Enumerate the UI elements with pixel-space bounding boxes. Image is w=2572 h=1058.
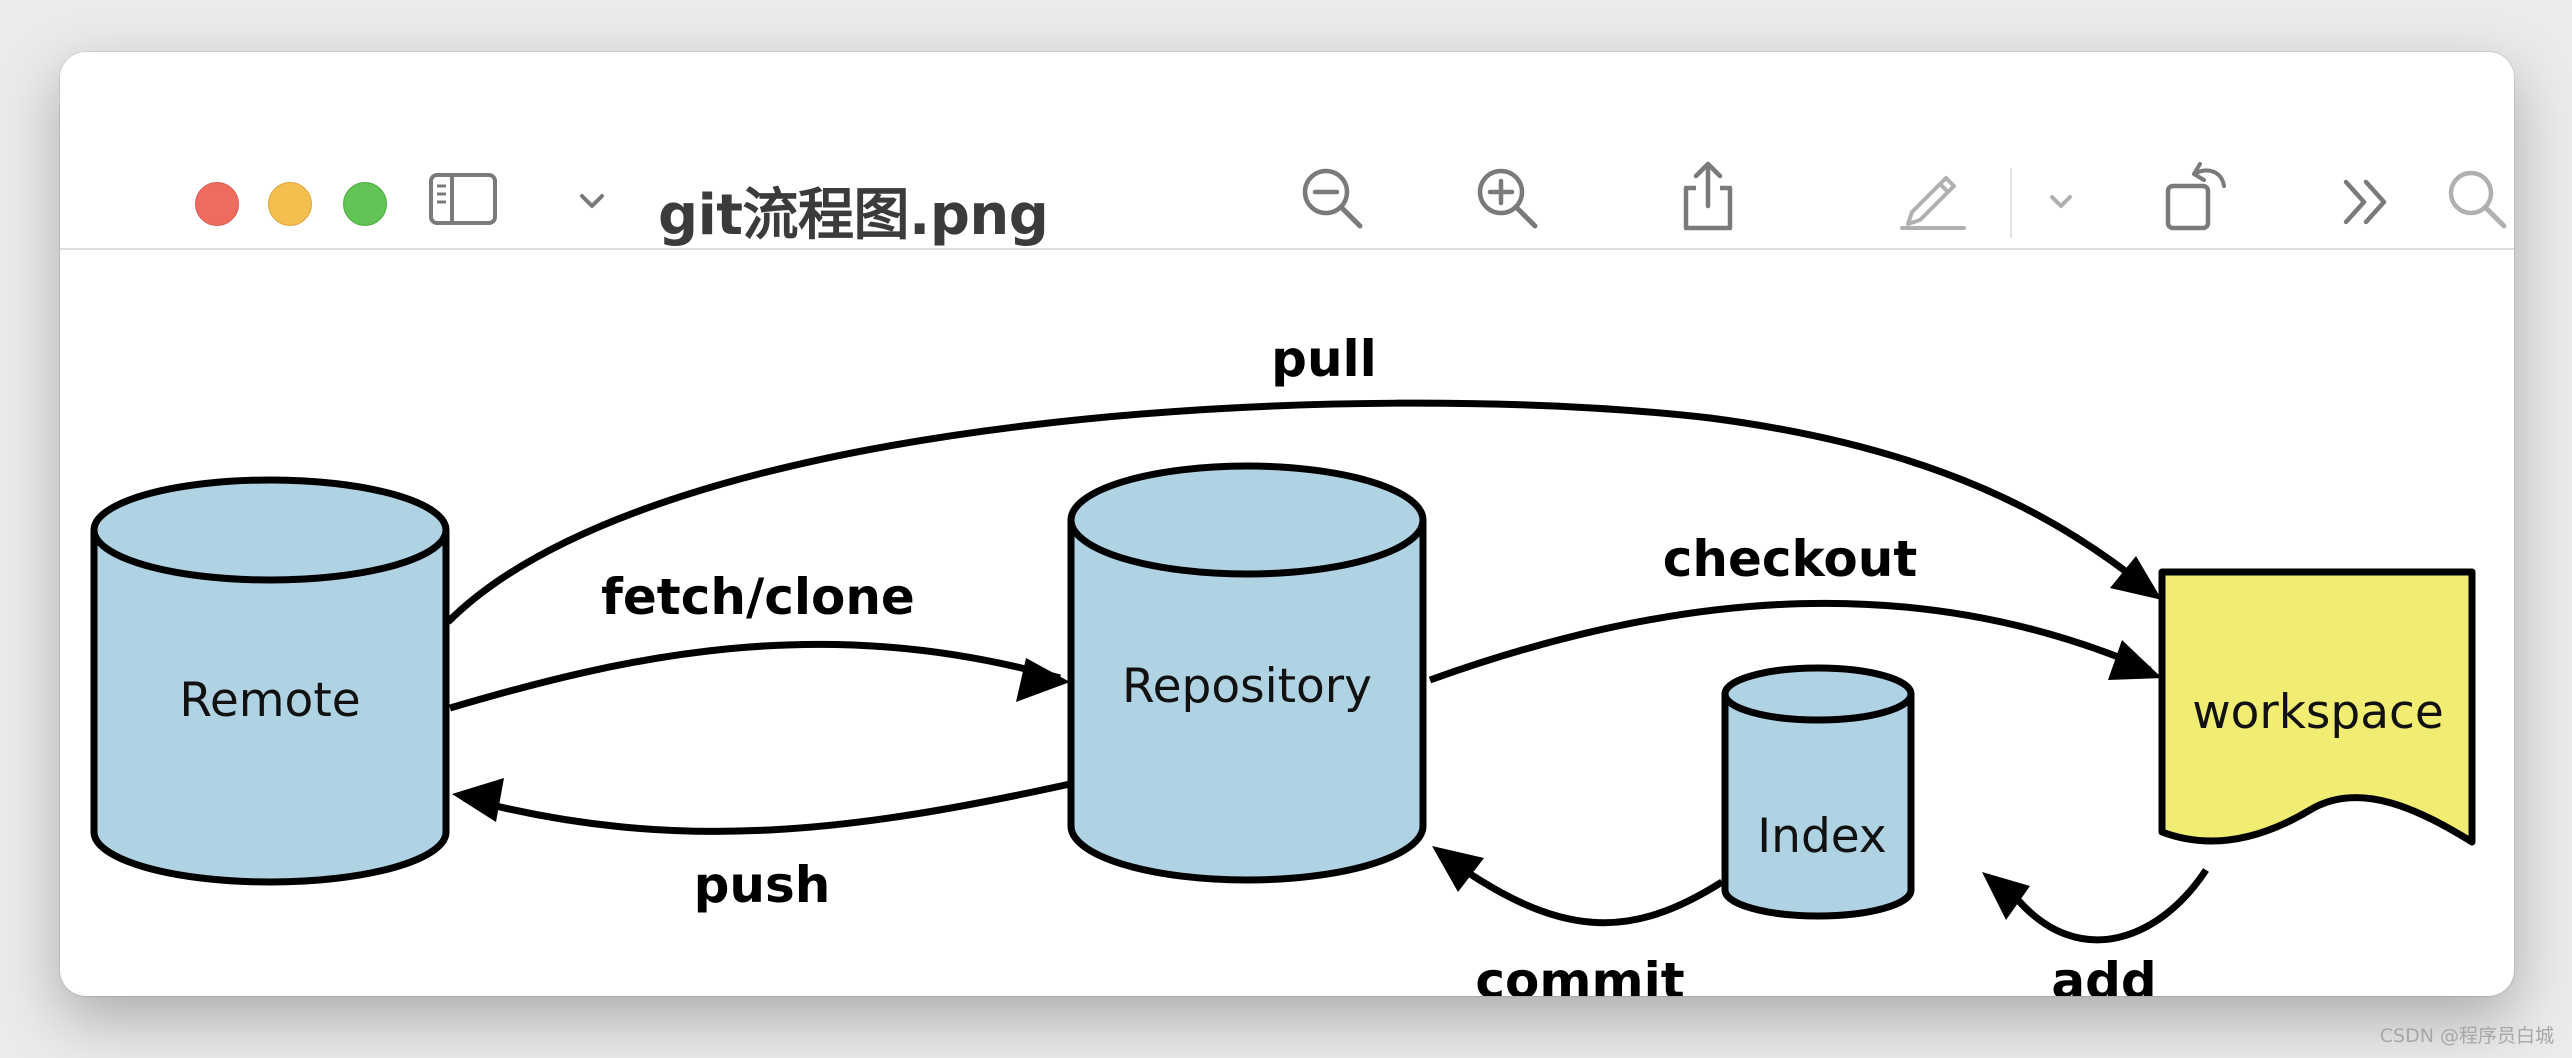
pull-label: pull (1271, 330, 1377, 388)
push-label: push (694, 856, 831, 914)
workspace-label: workspace (2192, 685, 2444, 740)
add-arrowhead (1982, 872, 2030, 920)
close-button[interactable] (195, 182, 239, 226)
zoom-button[interactable] (343, 182, 387, 226)
add-arrow (2015, 868, 2209, 944)
checkout-arrow (1428, 599, 2152, 684)
commit-label: commit (1475, 952, 1684, 996)
repository-node: Repository (1067, 462, 1427, 884)
zoom-out-icon[interactable] (1300, 166, 1366, 232)
commit-arrow (1441, 853, 1724, 927)
chevron-down-icon[interactable] (578, 192, 606, 210)
remote-label: Remote (179, 673, 360, 728)
minimize-button[interactable] (268, 182, 312, 226)
index-node: Index (1721, 664, 1915, 920)
workspace-node: workspace (2158, 568, 2476, 846)
preview-window: git流程图.png (60, 52, 2514, 996)
checkout-label: checkout (1663, 530, 1918, 588)
index-label: Index (1757, 809, 1886, 864)
rotate-icon[interactable] (2164, 156, 2234, 232)
fetch-clone-label: fetch/clone (601, 568, 915, 626)
share-icon[interactable] (1678, 158, 1738, 234)
git-workflow-diagram: Remote Repository Index workspace pull f… (90, 330, 2476, 996)
repository-label: Repository (1122, 659, 1372, 714)
search-icon[interactable] (2446, 168, 2510, 232)
sidebar-toggle-icon[interactable] (428, 172, 498, 226)
push-arrowhead (452, 778, 504, 822)
toolbar: git流程图.png (60, 52, 2514, 250)
remote-node: Remote (90, 476, 450, 886)
markup-pen-icon[interactable] (1898, 162, 1968, 232)
fetch-clone-arrowhead (1016, 658, 1070, 702)
window-title: git流程图.png (658, 183, 1049, 248)
fetch-clone-arrow (449, 640, 1061, 712)
push-arrow (463, 780, 1071, 835)
zoom-in-icon[interactable] (1475, 166, 1541, 232)
more-icon[interactable] (2340, 178, 2392, 226)
checkout-arrowhead (2108, 640, 2162, 680)
watermark: CSDN @程序员白城 (2379, 1025, 2554, 1047)
pull-arrowhead (2110, 556, 2162, 600)
toolbar-separator (2010, 168, 2012, 238)
chevron-down-icon[interactable] (2048, 194, 2074, 210)
pull-arrow (445, 399, 2153, 625)
add-label: add (2051, 952, 2156, 996)
commit-arrowhead (1432, 846, 1484, 892)
